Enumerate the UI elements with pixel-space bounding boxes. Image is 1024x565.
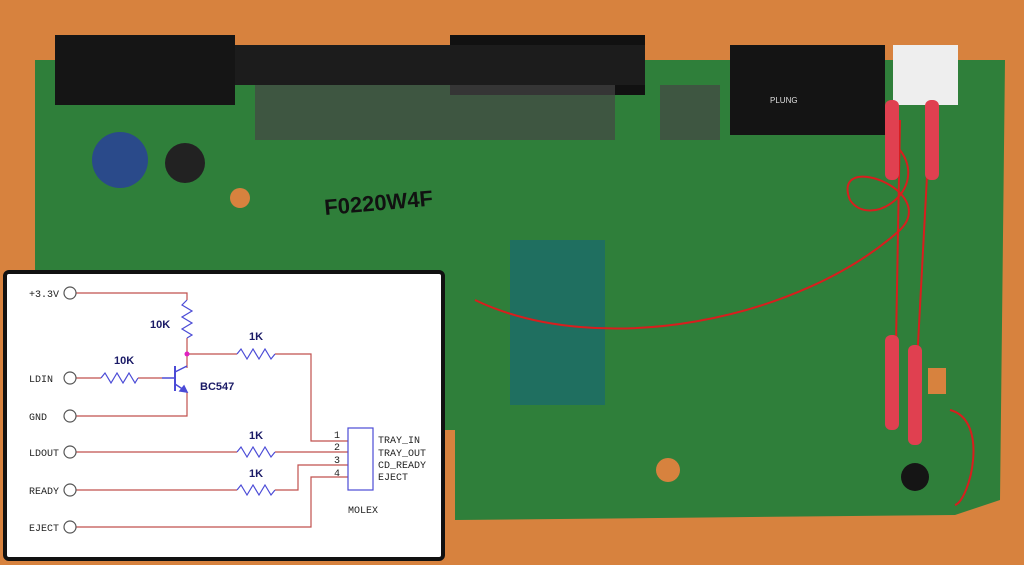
resistor-pullup [180, 299, 194, 339]
terminal-label: GND [29, 413, 47, 424]
mount-hole [230, 188, 250, 208]
transistor-symbol [162, 365, 189, 393]
mount-hole [656, 458, 680, 482]
resistor-base [100, 371, 139, 385]
resistor-value: 10K [150, 319, 170, 331]
heatshrink [925, 100, 939, 180]
heatshrink [908, 345, 922, 445]
capacitor [92, 132, 148, 188]
signal-label: TRAY_OUT [378, 449, 426, 460]
resistor-r1 [236, 347, 276, 361]
wires [76, 292, 348, 528]
schematic-frame [3, 270, 445, 561]
signal-label: TRAY_IN [378, 436, 420, 447]
red-wire [474, 149, 910, 330]
plung-connector [730, 45, 885, 135]
heatshrink [885, 335, 899, 430]
left-connector [55, 35, 235, 105]
terminal-circles [63, 286, 77, 534]
terminal-3v3 [63, 286, 77, 300]
pin-number: 3 [334, 456, 340, 467]
molex-connector [347, 427, 374, 491]
resistor-r2 [236, 445, 276, 459]
pin-number: 1 [334, 431, 340, 442]
resistor-value: 1K [249, 331, 263, 343]
heatshrink [885, 100, 899, 180]
terminal-eject [63, 520, 77, 534]
pin-header-small [660, 85, 720, 140]
terminal-ready [63, 483, 77, 497]
terminal-ldin [63, 371, 77, 385]
pin-header [255, 85, 615, 140]
ide-connector-body [235, 45, 645, 85]
terminal-label: LDOUT [29, 449, 59, 460]
resistor-value: 1K [249, 468, 263, 480]
transistor-photo [901, 463, 929, 491]
terminal-label: EJECT [29, 524, 59, 535]
resistors [100, 299, 276, 497]
pcb-photo: PLUNG F0220W4F [35, 35, 1005, 520]
capacitor [165, 143, 205, 183]
terminal-ldout [63, 445, 77, 459]
resistor-value: 1K [249, 430, 263, 442]
mount-slot [928, 368, 946, 394]
junction-node [184, 351, 190, 357]
terminal-label: LDIN [29, 375, 53, 386]
signal-label: CD_READY [378, 461, 426, 472]
terminal-label: +3.3V [29, 290, 59, 301]
connector-label: PLUNG [770, 96, 798, 105]
resistor-value: 10K [114, 355, 134, 367]
transistor-label: BC547 [200, 381, 234, 393]
connector-name: MOLEX [348, 506, 378, 517]
white-connector [893, 45, 958, 105]
terminal-gnd [63, 409, 77, 423]
schematic-inset: +3.3V LDIN GND LDOUT READY EJECT 10K 10K… [3, 270, 445, 561]
signal-label: EJECT [378, 473, 408, 484]
pin-number: 4 [334, 469, 340, 480]
terminal-label: READY [29, 487, 59, 498]
resistor-r3 [236, 483, 276, 497]
ground-plane [510, 240, 605, 405]
pin-number: 2 [334, 443, 340, 454]
